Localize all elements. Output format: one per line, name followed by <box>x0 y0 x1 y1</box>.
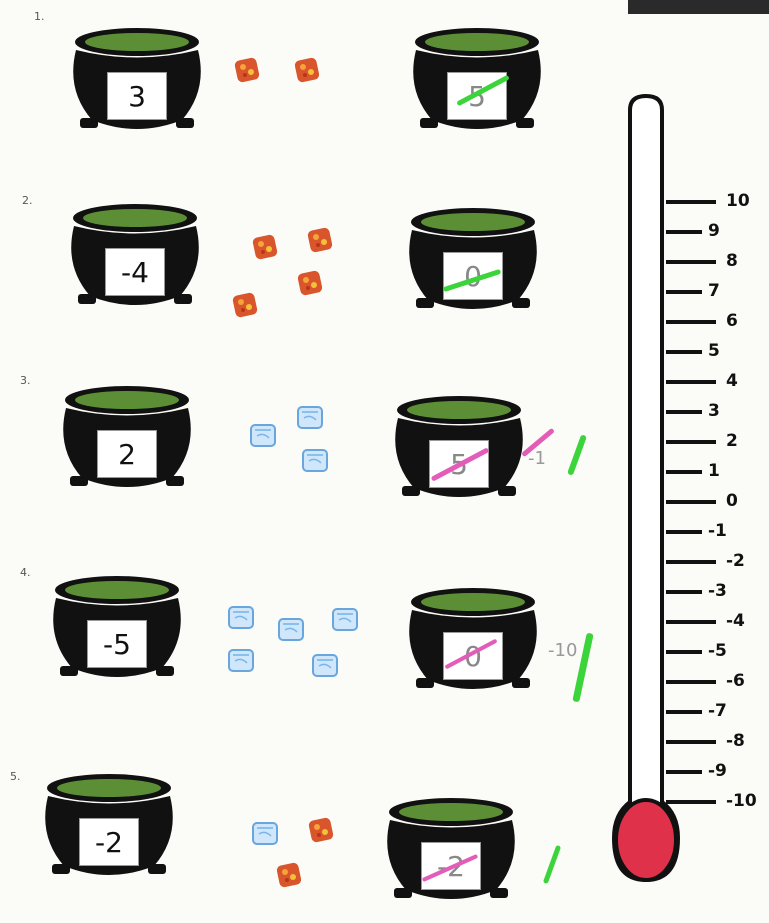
thermometer-tick-label: -1 <box>708 521 727 541</box>
question-number-1: 1. <box>34 10 45 23</box>
ice-cube-icon <box>226 645 256 675</box>
answer-cauldron-3: 5 <box>384 388 534 503</box>
question-number-3: 3. <box>20 374 31 387</box>
answer-cauldron-5: -2 <box>376 790 526 905</box>
green-check-stroke <box>567 434 587 476</box>
start-value-label: 2 <box>97 430 157 478</box>
thermometer-tick-label: -8 <box>726 731 745 751</box>
thermometer-tick-label: 5 <box>708 341 720 361</box>
thermometer-tick-label: 4 <box>726 371 738 391</box>
thermometer-tick-label: 2 <box>726 431 738 451</box>
fire-cube-icon <box>250 232 280 262</box>
start-cauldron-1: 3 <box>62 20 212 135</box>
top-edge-bar <box>628 0 769 14</box>
question-number-4: 4. <box>20 566 31 579</box>
thermometer-tick-label: -2 <box>726 551 745 571</box>
fire-cube-icon <box>274 860 304 890</box>
question-number-5: 5. <box>10 770 21 783</box>
thermometer-tick-label: 10 <box>726 191 750 211</box>
start-cauldron-2: -4 <box>60 196 210 311</box>
ice-cube-icon <box>276 614 306 644</box>
thermometer-tick-label: -10 <box>726 791 757 811</box>
fire-cube-icon <box>295 268 325 298</box>
start-value-label: 3 <box>107 72 167 120</box>
thermometer-tick-label: -3 <box>708 581 727 601</box>
start-value-label: -5 <box>87 620 147 668</box>
start-value-label: -4 <box>105 248 165 296</box>
start-cauldron-5: -2 <box>34 766 184 881</box>
fire-cube-icon <box>306 815 336 845</box>
fire-cube-icon <box>305 225 335 255</box>
start-cauldron-3: 2 <box>52 378 202 493</box>
thermometer-tick-label: -7 <box>708 701 727 721</box>
thermometer-tick-label: 8 <box>726 251 738 271</box>
thermometer-tick-label: 1 <box>708 461 720 481</box>
thermometer-tick-label: -5 <box>708 641 727 661</box>
ice-cube-icon <box>248 420 278 450</box>
thermometer-tick-label: 0 <box>726 491 738 511</box>
ice-cube-icon <box>300 445 330 475</box>
thermometer-tick-label: -4 <box>726 611 745 631</box>
ice-cube-icon <box>330 604 360 634</box>
thermometer-bulb <box>616 800 676 880</box>
answer-value-label[interactable]: 0 <box>443 252 503 300</box>
ice-cube-icon <box>226 602 256 632</box>
start-cauldron-4: -5 <box>42 568 192 683</box>
ice-cube-icon <box>250 818 280 848</box>
answer-cauldron-2: 0 <box>398 200 548 315</box>
answer-cauldron-4: 0 <box>398 580 548 695</box>
thermometer-tick-label: 3 <box>708 401 720 421</box>
start-value-label: -2 <box>79 818 139 866</box>
thermometer-tick-label: -9 <box>708 761 727 781</box>
fire-cube-icon <box>292 55 322 85</box>
side-note-4: -10 <box>548 640 577 661</box>
thermometer-tick-label: 9 <box>708 221 720 241</box>
ice-cube-icon <box>295 402 325 432</box>
thermometer-tick-label: -6 <box>726 671 745 691</box>
fire-cube-icon <box>230 290 260 320</box>
ice-cube-icon <box>310 650 340 680</box>
thermometer-tick-label: 7 <box>708 281 720 301</box>
green-check-stroke <box>543 845 561 884</box>
answer-cauldron-1: 5 <box>402 20 552 135</box>
fire-cube-icon <box>232 55 262 85</box>
question-number-2: 2. <box>22 194 33 207</box>
thermometer-tick-label: 6 <box>726 311 738 331</box>
